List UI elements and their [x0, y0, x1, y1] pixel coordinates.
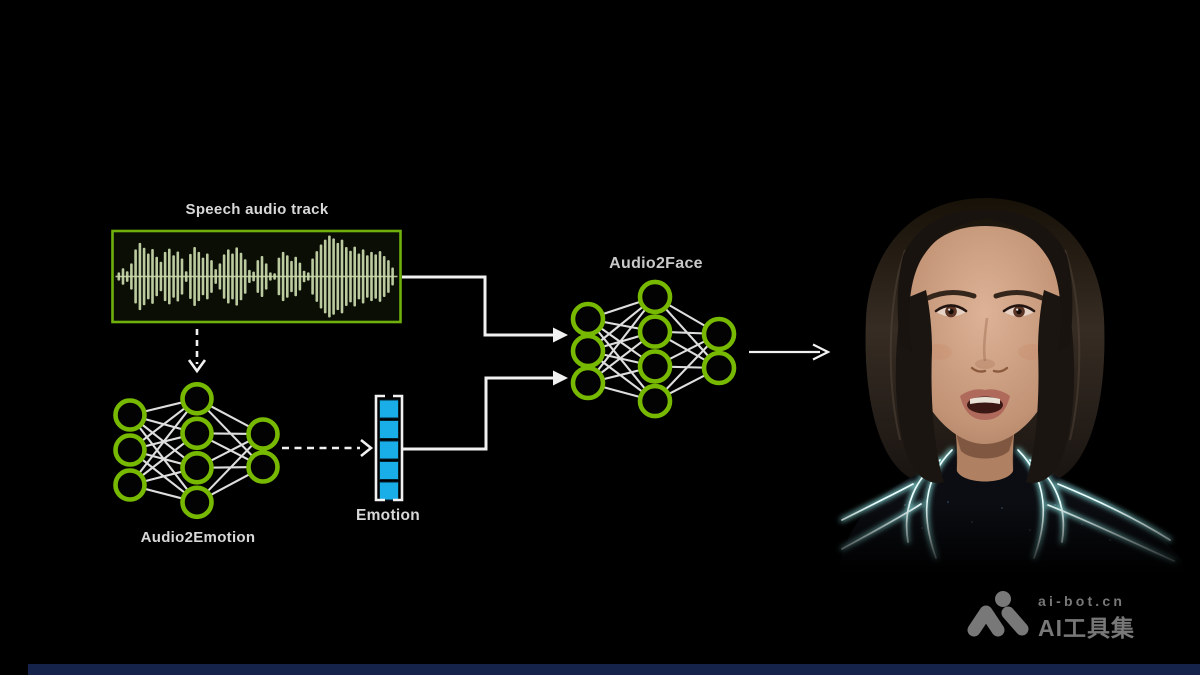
dashed-arrow-down-head — [187, 359, 207, 374]
elbow-speech-head — [553, 327, 568, 343]
speech-waveform-box — [111, 229, 402, 324]
avatar-mouth — [960, 389, 1010, 420]
bottom-progress-bar — [28, 664, 1200, 675]
connector-arrows — [187, 275, 831, 458]
emotion-vector — [374, 394, 404, 502]
output-arrow-head — [812, 343, 831, 361]
avatar-fringe-right — [982, 209, 1073, 352]
avatar-bottom-fade — [828, 502, 1200, 586]
avatar-hair-highlight — [889, 249, 1081, 441]
digital-human-avatar — [828, 198, 1200, 586]
emotion-label: Emotion — [355, 507, 421, 524]
elbow-emotion-to-a2f — [401, 376, 553, 451]
watermark-logo — [967, 591, 1029, 637]
audio2emotion-label: Audio2Emotion — [140, 529, 256, 546]
watermark-logo-peak — [967, 605, 1005, 637]
dashed-arrow-right-head — [360, 438, 374, 458]
watermark-logo-dot — [995, 591, 1011, 607]
elbow-speech-to-a2f — [402, 275, 553, 337]
speech-track-label: Speech audio track — [185, 201, 329, 218]
avatar-fringe-left — [897, 209, 988, 352]
avatar-nose — [970, 317, 1009, 373]
avatar-face — [907, 226, 1063, 444]
audio2face-label: Audio2Face — [609, 255, 703, 272]
audio2emotion-network — [113, 381, 280, 520]
watermark-site-text: ai-bot.cn — [1038, 593, 1126, 609]
watermark-logo-slash — [1001, 606, 1029, 636]
audio2face-network — [570, 279, 737, 419]
elbow-emotion-head — [553, 370, 568, 386]
avatar-eyebrows — [925, 290, 1045, 301]
avatar-eyes — [934, 304, 1036, 318]
watermark-name-text: AI工具集 — [1038, 615, 1135, 641]
